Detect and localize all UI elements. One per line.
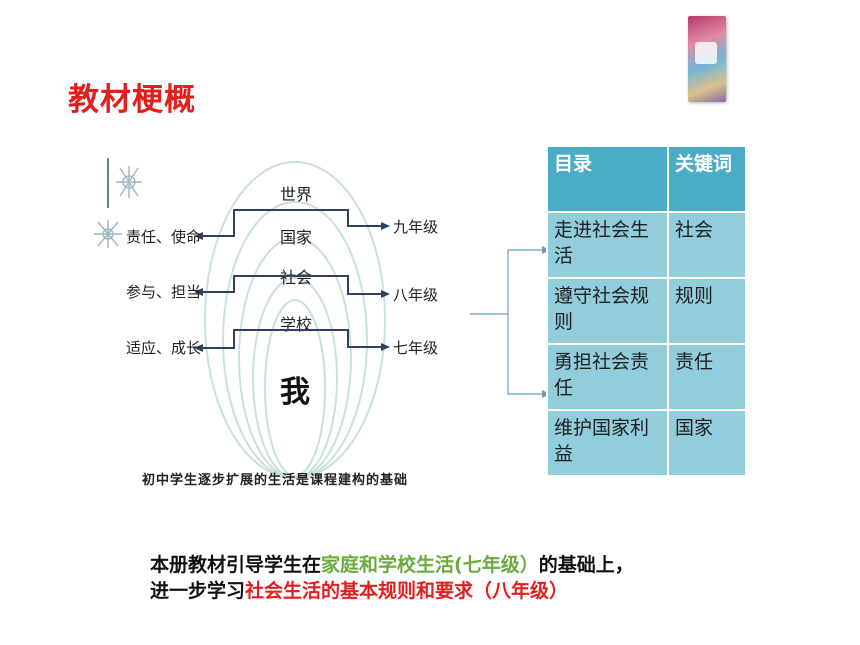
left-label-adaptation: 适应、成长 bbox=[126, 339, 201, 357]
keyword-cell: 责任 bbox=[667, 343, 747, 411]
table-row: 维护国家利益 国家 bbox=[546, 409, 747, 477]
arrow-left-icon bbox=[194, 344, 203, 352]
toc-cell: 遵守社会规则 bbox=[546, 277, 669, 345]
step-line-grade9 bbox=[202, 209, 382, 237]
keyword-cell: 国家 bbox=[667, 409, 747, 477]
keyword-cell: 规则 bbox=[667, 277, 747, 345]
summary-highlight-grade7: 家庭和学校生活(七年级） bbox=[321, 554, 539, 576]
arrow-right-icon bbox=[381, 290, 390, 298]
textbook-cover-image bbox=[688, 16, 726, 102]
right-label-grade8: 八年级 bbox=[393, 286, 438, 304]
ring-label-world: 世界 bbox=[280, 185, 312, 204]
arrow-left-icon bbox=[194, 288, 203, 296]
arrow-right-icon bbox=[542, 390, 550, 398]
step-line-grade8 bbox=[202, 275, 382, 295]
summary-highlight-grade8: 社会生活的基本规则和要求（八年级） bbox=[245, 580, 569, 602]
arrow-right-icon bbox=[381, 343, 390, 351]
table-header-row: 目录 关键词 bbox=[546, 145, 747, 213]
center-label-me: 我 bbox=[280, 375, 310, 410]
ring-label-school: 学校 bbox=[280, 315, 312, 334]
arrow-right-icon bbox=[542, 246, 550, 254]
left-label-participation: 参与、担当 bbox=[126, 283, 201, 301]
arrow-right-icon bbox=[381, 222, 390, 230]
right-label-grade7: 七年级 bbox=[393, 339, 438, 357]
toc-cell: 走进社会生活 bbox=[546, 211, 669, 279]
table-row: 走进社会生活 社会 bbox=[546, 211, 747, 279]
right-label-grade9: 九年级 bbox=[393, 218, 438, 236]
toc-cell: 维护国家利益 bbox=[546, 409, 669, 477]
keyword-cell: 社会 bbox=[667, 211, 747, 279]
ring-school bbox=[252, 277, 338, 479]
arrow-left-icon bbox=[194, 232, 203, 240]
summary-line-1: 本册教材引导学生在家庭和学校生活(七年级）的基础上， bbox=[150, 552, 634, 578]
ring-label-country: 国家 bbox=[280, 228, 312, 247]
life-expansion-diagram: 世界 国家 社会 学校 我 责任、使命 参与、担当 适应、成长 九年级 八年级 … bbox=[94, 158, 438, 488]
ring-label-society: 社会 bbox=[280, 268, 312, 287]
header-contents: 目录 bbox=[546, 145, 669, 213]
table-row: 勇担社会责任 责任 bbox=[546, 343, 747, 411]
step-line-grade7 bbox=[202, 329, 382, 349]
toc-cell: 勇担社会责任 bbox=[546, 343, 669, 411]
ring-me bbox=[264, 299, 326, 477]
connector-arrows bbox=[470, 246, 550, 398]
header-keywords: 关键词 bbox=[667, 145, 747, 213]
summary-text: 本册教材引导学生在家庭和学校生活(七年级）的基础上， 进一步学习社会生活的基本规… bbox=[150, 552, 634, 604]
summary-text-part: 进一步学习 bbox=[150, 580, 246, 602]
table-row: 遵守社会规则 规则 bbox=[546, 277, 747, 345]
summary-text-part: 的基础上， bbox=[538, 554, 634, 576]
page-title: 教材梗概 bbox=[68, 82, 196, 118]
contents-table: 目录 关键词 走进社会生活 社会 遵守社会规则 规则 勇担社会责任 责任 维护国… bbox=[546, 145, 747, 477]
summary-text-part: 本册教材引导学生在 bbox=[150, 554, 322, 576]
diagram-caption: 初中学生逐步扩展的生活是课程建构的基础 bbox=[142, 472, 408, 488]
summary-line-2: 进一步学习社会生活的基本规则和要求（八年级） bbox=[150, 578, 634, 604]
snowflake-icon bbox=[94, 158, 142, 248]
left-label-responsibility: 责任、使命 bbox=[126, 228, 201, 246]
